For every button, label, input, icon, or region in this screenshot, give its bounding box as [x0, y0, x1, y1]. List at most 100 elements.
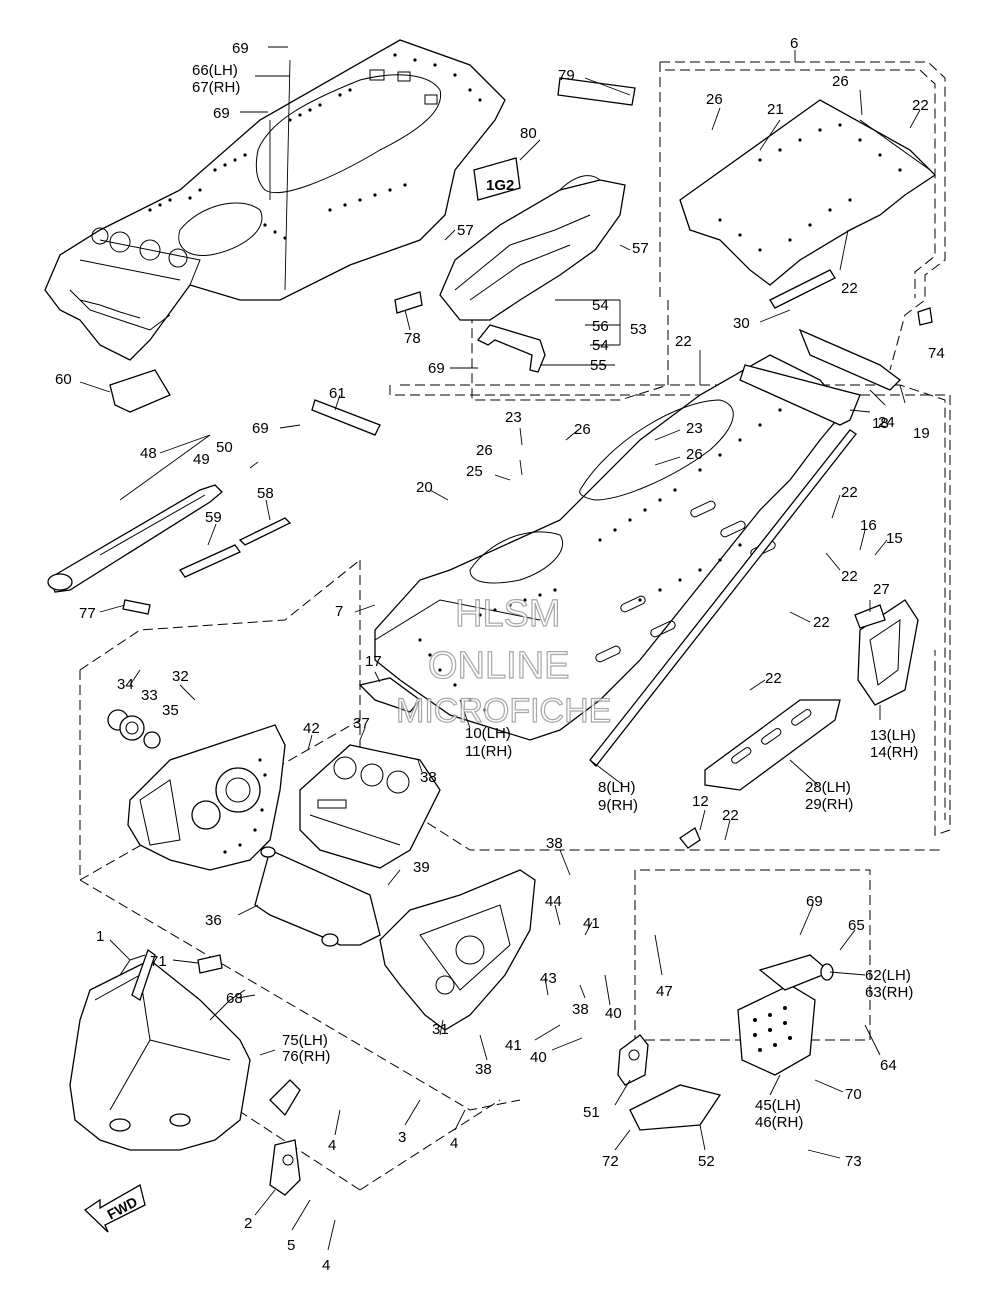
fender-assembly-53: 1G2 — [439, 157, 626, 373]
callout: 66(LH) — [192, 62, 238, 79]
callout: 33 — [141, 687, 158, 704]
callout: 40 — [605, 1005, 622, 1022]
callout: 68 — [226, 990, 243, 1007]
main-tunnel-7 — [374, 354, 857, 767]
callout: 76(RH) — [282, 1048, 330, 1065]
callout: 65 — [848, 917, 865, 934]
callout: 21 — [767, 101, 784, 118]
heat-exchanger-37 — [299, 744, 441, 869]
callout: 16 — [860, 517, 877, 534]
callout: 69 — [252, 420, 269, 437]
callout: 4 — [322, 1257, 330, 1274]
callout: 39 — [413, 859, 430, 876]
callout: 50 — [216, 439, 233, 456]
forward-arrow-icon: FWD — [83, 1184, 146, 1233]
footrest-plate-28 — [704, 699, 841, 791]
pipe-62 — [758, 954, 834, 991]
callout: 36 — [205, 912, 222, 929]
callout: 26 — [476, 442, 493, 459]
watermark: HLSM ONLINE MICROFICHE — [395, 592, 612, 730]
callout: 8(LH) — [598, 779, 636, 796]
callout: 6 — [790, 35, 798, 52]
callout: 48 — [140, 445, 157, 462]
callout: 31 — [432, 1021, 449, 1038]
callout: 41 — [505, 1037, 522, 1054]
decal-label: 1G2 — [486, 177, 514, 194]
svg-text:ONLINE: ONLINE — [428, 645, 569, 687]
strips-58-59 — [179, 517, 292, 578]
callout: 67(RH) — [192, 79, 240, 96]
callout: 69 — [428, 360, 445, 377]
bracket-2 — [269, 1139, 301, 1196]
callout: 72 — [602, 1153, 619, 1170]
callout: 70 — [845, 1086, 862, 1103]
callout: 22 — [841, 484, 858, 501]
callout: 75(LH) — [282, 1032, 328, 1049]
callout: 18 — [872, 415, 889, 432]
callout: 42 — [303, 720, 320, 737]
callout: 58 — [257, 485, 274, 502]
callout: 22 — [675, 333, 692, 350]
callout: 78 — [404, 330, 421, 347]
callout: 61 — [329, 385, 346, 402]
callout: 22 — [841, 280, 858, 297]
cooler-36 — [254, 846, 381, 947]
callout: 22 — [841, 568, 858, 585]
front-tunnel-panel — [44, 39, 506, 361]
callout: 7 — [335, 603, 343, 620]
callout-labels: 69 66(LH) 67(RH) 69 79 6 26 26 22 21 80 … — [55, 35, 945, 1274]
callout: 9(RH) — [598, 797, 638, 814]
callout: 77 — [79, 605, 96, 622]
suspension-plate-32 — [107, 709, 286, 871]
callout: 10(LH) — [465, 725, 511, 742]
callout: 54 — [592, 297, 609, 314]
callout: 38 — [546, 835, 563, 852]
callout: 28(LH) — [805, 779, 851, 796]
callout: 69 — [213, 105, 230, 122]
callout: 32 — [172, 668, 189, 685]
callout: 2 — [244, 1215, 252, 1232]
callout: 13(LH) — [870, 727, 916, 744]
svg-text:HLSM: HLSM — [455, 593, 561, 635]
callout: 79 — [558, 67, 575, 84]
callout: 12 — [692, 793, 709, 810]
callout: 26 — [686, 446, 703, 463]
frame-31 — [379, 869, 536, 1031]
callout: 24 — [878, 414, 895, 431]
callout: 22 — [813, 614, 830, 631]
callout: 5 — [287, 1237, 295, 1254]
callout: 62(LH) — [865, 967, 911, 984]
callout: 38 — [420, 769, 437, 786]
callout: 20 — [416, 479, 433, 496]
callout: 46(RH) — [755, 1114, 803, 1131]
callout: 15 — [886, 530, 903, 547]
callout: 19 — [913, 425, 930, 442]
misc-brackets — [109, 269, 933, 849]
callout: 37 — [353, 715, 370, 732]
callout: 73 — [845, 1153, 862, 1170]
callout: 47 — [656, 983, 673, 1000]
callout: 17 — [365, 653, 382, 670]
callout: 29(RH) — [805, 796, 853, 813]
callout: 56 — [592, 318, 609, 335]
bracket-13 — [857, 599, 919, 706]
leader-lines — [79, 46, 921, 1251]
callout: 1 — [96, 928, 104, 945]
assembly-boundaries — [79, 61, 951, 1191]
arm-48 — [47, 484, 223, 593]
callout: 63(RH) — [865, 984, 913, 1001]
callout: 26 — [832, 73, 849, 90]
callout: 45(LH) — [755, 1097, 801, 1114]
callout: 22 — [912, 97, 929, 114]
callout: 35 — [162, 702, 179, 719]
callout: 23 — [686, 420, 703, 437]
callout: 60 — [55, 371, 72, 388]
callout: 11(RH) — [465, 743, 512, 760]
callout: 80 — [520, 125, 537, 142]
callout: 44 — [545, 893, 562, 910]
callout: 55 — [590, 357, 607, 374]
plate-45 — [737, 984, 816, 1076]
callout: 52 — [698, 1153, 715, 1170]
callout: 53 — [630, 321, 647, 338]
